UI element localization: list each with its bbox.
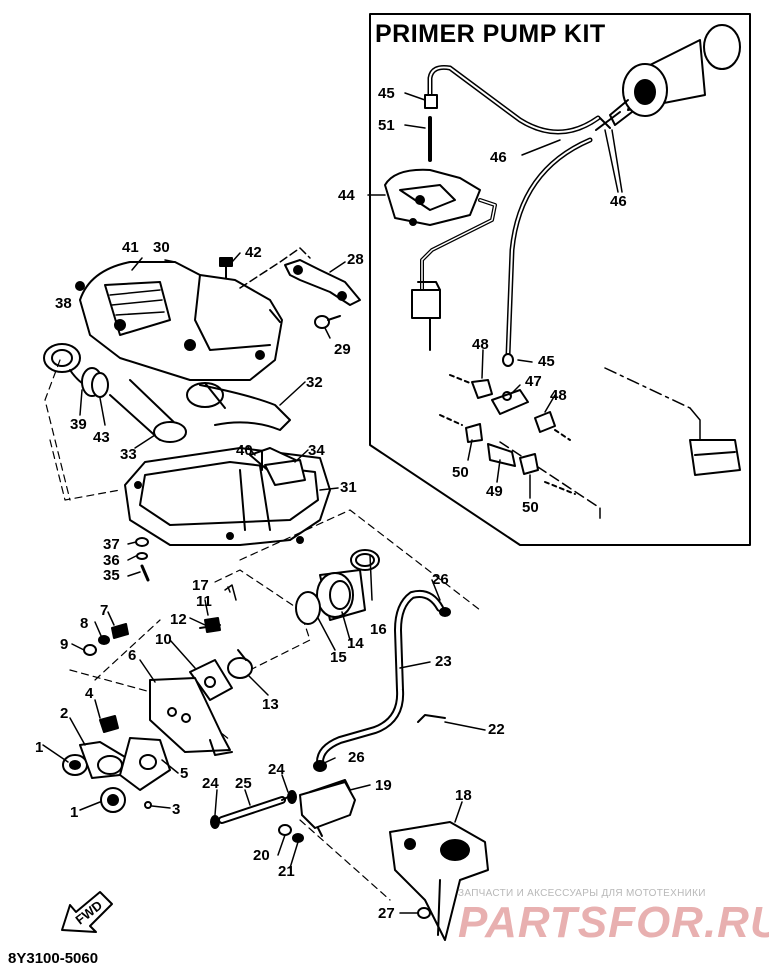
callout-28: 28	[347, 251, 364, 268]
callout-48: 48	[550, 387, 567, 404]
air-box-cover	[79, 261, 283, 381]
callout-16: 16	[370, 621, 387, 638]
nut-38	[75, 281, 85, 291]
callout-47: 47	[525, 373, 542, 390]
callout-21: 21	[278, 863, 295, 880]
callout-23: 23	[435, 653, 452, 670]
callout-42: 42	[245, 244, 262, 261]
callout-46: 46	[610, 193, 627, 210]
screws-35-37	[135, 537, 150, 582]
primer-fitting-44	[384, 168, 497, 351]
callout-19: 19	[375, 777, 392, 794]
plate-6	[149, 677, 233, 756]
diagram-code: 8Y3100-5060	[8, 950, 99, 967]
kit-title: PRIMER PUMP KIT	[375, 20, 606, 48]
callout-2: 2	[60, 705, 69, 722]
callout-31: 31	[340, 479, 357, 496]
watermark-caption: ЗАПЧАСТИ И АКСЕССУАРЫ ДЛЯ МОТОТЕХНИКИ	[458, 888, 706, 899]
callout-35: 35	[103, 567, 120, 584]
intake-duct	[43, 343, 187, 443]
primer-cable-end	[689, 439, 741, 476]
callout-29: 29	[334, 341, 351, 358]
callout-11: 11	[196, 593, 212, 610]
box-19	[299, 779, 356, 837]
callout-44: 44	[338, 187, 355, 204]
callout-1: 1	[70, 804, 79, 821]
bracket-28	[239, 247, 361, 306]
callout-20: 20	[253, 847, 270, 864]
callout-12: 12	[170, 611, 187, 628]
leader-lines	[42, 92, 623, 914]
callout-41: 41	[122, 239, 139, 256]
bolt-42	[219, 257, 233, 279]
callout-10: 10	[155, 631, 172, 648]
callout-37: 37	[103, 536, 120, 553]
callout-39: 39	[70, 416, 87, 433]
callout-22: 22	[488, 721, 505, 738]
fwd-arrow-icon	[61, 891, 113, 933]
callout-51: 51	[378, 117, 395, 134]
carburetor-parts	[189, 584, 253, 701]
clip-22	[417, 714, 446, 723]
callout-9: 9	[60, 636, 69, 653]
duct-32	[186, 382, 291, 431]
callout-6: 6	[128, 647, 137, 664]
insulators-1-2-5	[62, 737, 171, 813]
callout-46: 46	[490, 149, 507, 166]
callout-33: 33	[120, 446, 137, 463]
primer-hoses	[427, 65, 601, 358]
callout-36: 36	[103, 552, 120, 569]
watermark-logo: PARTSFOR.RU	[458, 898, 769, 947]
callout-34: 34	[308, 442, 325, 459]
callout-32: 32	[306, 374, 323, 391]
bolt-4	[99, 715, 119, 733]
callout-48: 48	[472, 336, 489, 353]
callout-45: 45	[538, 353, 555, 370]
callout-17: 17	[192, 577, 209, 594]
callout-27: 27	[378, 905, 395, 922]
callout-38: 38	[55, 295, 72, 312]
callout-40: 40	[236, 442, 253, 459]
callout-1: 1	[35, 739, 44, 756]
carb-joint	[295, 549, 380, 625]
callout-24: 24	[268, 761, 285, 778]
callout-15: 15	[330, 649, 347, 666]
guide-lines	[44, 359, 481, 901]
callout-14: 14	[347, 635, 364, 652]
callout-4: 4	[85, 685, 94, 702]
callout-8: 8	[80, 615, 89, 632]
bolts-20-21	[278, 824, 304, 843]
callout-5: 5	[180, 765, 189, 782]
callout-50: 50	[522, 499, 539, 516]
filter-34	[264, 459, 306, 486]
callout-24: 24	[202, 775, 219, 792]
callout-25: 25	[235, 775, 252, 792]
pipe-24-25	[210, 790, 297, 829]
bolts-7-9	[83, 623, 129, 656]
primer-pump-body	[595, 24, 741, 131]
callout-13: 13	[262, 696, 279, 713]
callout-3: 3	[172, 801, 181, 818]
nut-27	[417, 907, 431, 919]
callout-43: 43	[93, 429, 110, 446]
bracket-18	[389, 821, 489, 941]
callout-7: 7	[100, 602, 109, 619]
callout-50: 50	[452, 464, 469, 481]
callout-26: 26	[432, 571, 449, 588]
hose-23	[313, 589, 451, 772]
callout-26: 26	[348, 749, 365, 766]
callout-45: 45	[378, 85, 395, 102]
callout-30: 30	[153, 239, 170, 256]
callout-49: 49	[486, 483, 503, 500]
bolt-29	[314, 315, 341, 329]
callout-18: 18	[455, 787, 472, 804]
